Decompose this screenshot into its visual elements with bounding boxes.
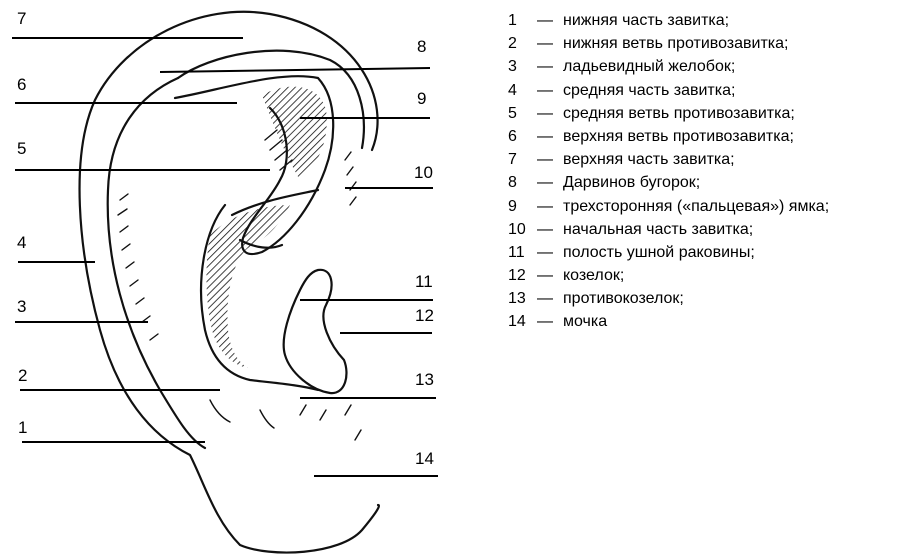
legend-dash: —: [537, 127, 553, 145]
legend-number: 11: [508, 243, 525, 261]
helix-outline: [78, 10, 380, 554]
legend-number: 8: [508, 174, 517, 192]
legend-text: противокозелок;: [563, 290, 684, 308]
legend-dash: —: [537, 104, 553, 122]
antihelix-hatching: [206, 205, 290, 368]
legend-item: 13 — противокозелок;: [508, 287, 918, 310]
legend-dash: —: [537, 220, 553, 238]
legend-item: 4 — средняя часть завитка;: [508, 79, 918, 102]
legend-number: 1: [508, 12, 517, 29]
callout-8-leader: [159, 67, 431, 73]
fossa-hatching: [262, 86, 327, 180]
callout-7-label: 7: [17, 9, 26, 28]
legend-number: 13: [508, 290, 526, 308]
callout-11-label: 11: [415, 272, 433, 291]
legend-item: 1 — нижняя часть завитка;: [508, 9, 918, 32]
legend-item: 11 — полость ушной раковины;: [508, 241, 918, 264]
legend-text: мочка: [563, 313, 608, 331]
legend-number: 3: [508, 58, 517, 76]
concha-outline: [199, 203, 320, 392]
legend-dash: —: [537, 35, 553, 53]
scapha-inner-edge: [106, 76, 207, 450]
ear-diagram: 1 2 3 4 5 6 7 8 9 10 11 12 13 14: [12, 9, 438, 554]
legend-number: 12: [508, 267, 526, 285]
legend-item: 3 — ладьевидный желобок;: [508, 55, 918, 78]
callout-1-label: 1: [18, 418, 27, 437]
legend-text: верхняя ветвь противозавитка;: [563, 127, 794, 145]
callout-8-label: 8: [417, 37, 426, 56]
legend-text: нижняя ветвь противозавитка;: [563, 35, 789, 53]
legend-item: 10 — начальная часть завитка;: [508, 218, 918, 241]
legend-text: верхняя часть завитка;: [563, 151, 735, 169]
legend-dash: —: [537, 151, 553, 169]
callout-12-label: 12: [415, 306, 434, 325]
callout-5-label: 5: [17, 139, 26, 158]
callout-2-label: 2: [18, 366, 27, 385]
scapha-strokes: [117, 129, 362, 441]
legend-item: 5 — средняя ветвь противозавитка;: [508, 102, 918, 125]
legend-number: 7: [508, 151, 517, 169]
legend-text: средняя ветвь противозавитка;: [563, 104, 795, 122]
legend-dash: —: [537, 81, 553, 99]
callout-14-label: 14: [415, 449, 434, 468]
legend-item: 7 — верхняя часть завитка;: [508, 148, 918, 171]
legend-dash: —: [537, 267, 553, 285]
callout-13-label: 13: [415, 370, 434, 389]
antihelix-outline: [173, 75, 335, 256]
legend-item: 14 — мочка: [508, 310, 918, 333]
legend-item: 12 — козелок;: [508, 264, 918, 287]
legend-text: ладьевидный желобок;: [563, 58, 736, 76]
legend-number: 4: [508, 81, 517, 99]
legend-dash: —: [537, 313, 553, 331]
legend-number: 9: [508, 197, 517, 215]
helix-inner-rim: [176, 49, 365, 150]
legend-number: 10: [508, 220, 526, 238]
callout-3-label: 3: [17, 297, 26, 316]
legend-item: 9 — трехсторонняя («пальцевая») ямка;: [508, 195, 918, 218]
legend-text: Дарвинов бугорок;: [563, 174, 701, 192]
callout-10-label: 10: [414, 163, 433, 182]
legend-text: начальная часть завитка;: [563, 220, 754, 238]
legend-dash: —: [537, 243, 553, 261]
legend-text: козелок;: [563, 267, 625, 285]
legend-dash: —: [537, 58, 553, 76]
callout-6-label: 6: [17, 75, 26, 94]
legend-text: средняя часть завитка;: [563, 81, 736, 99]
legend-item: 8 — Дарвинов бугорок;: [508, 171, 918, 194]
legend-dash: —: [537, 290, 553, 308]
legend-number: 5: [508, 104, 517, 122]
legend-text: полость ушной раковины;: [563, 243, 755, 261]
callout-9-label: 9: [417, 89, 426, 108]
legend-dash: —: [537, 197, 553, 215]
callout-4-label: 4: [17, 233, 26, 252]
legend-number: 6: [508, 127, 517, 145]
legend-number: 14: [508, 313, 526, 331]
legend-text: нижняя часть завитка;: [563, 12, 730, 29]
legend-item: 6 — верхняя ветвь противозавитка;: [508, 125, 918, 148]
legend-dash: —: [537, 174, 553, 192]
legend: 1 — нижняя часть завитка; 2 — нижняя ветвь п…: [508, 9, 918, 334]
legend-text: трехсторонняя («пальцевая») ямка;: [563, 197, 830, 215]
legend-item: 2 — нижняя ветвь противозавитка;: [508, 32, 918, 55]
legend-number: 2: [508, 35, 517, 53]
concha-cavity: [282, 268, 348, 395]
legend-dash: —: [537, 12, 553, 29]
